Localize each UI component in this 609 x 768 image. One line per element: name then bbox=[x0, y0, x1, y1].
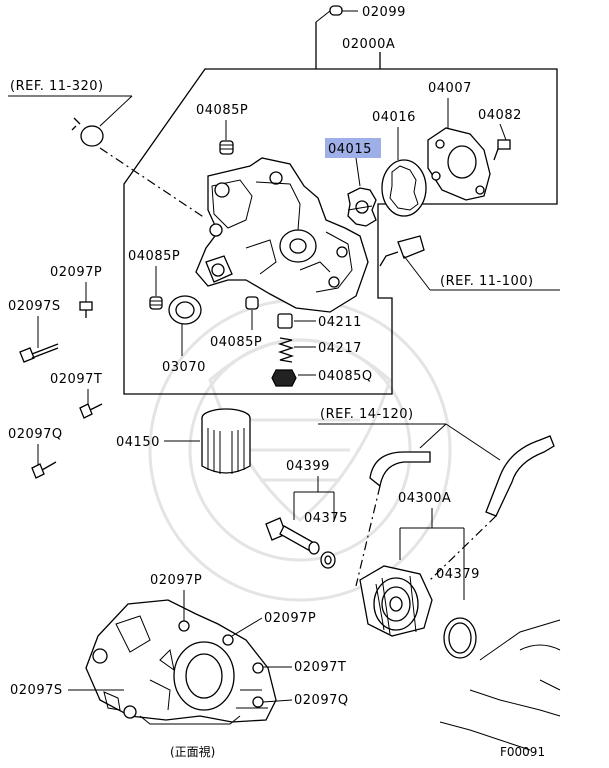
washer-04375[interactable]: 04375 bbox=[304, 511, 348, 569]
callout-02097Q-front[interactable]: 02097Q bbox=[262, 693, 349, 708]
label-02097P-front2: 02097P bbox=[264, 611, 316, 626]
label-04300A: 04300A bbox=[398, 491, 451, 506]
label-02097T-left: 02097T bbox=[50, 372, 102, 387]
callout-04085P-low[interactable]: 04085P bbox=[210, 296, 262, 350]
label-02000A: 02000A bbox=[342, 37, 395, 52]
label-04016: 04016 bbox=[372, 110, 416, 125]
watermark-crest bbox=[148, 298, 452, 602]
label-ref-11-100: (REF. 11-100) bbox=[440, 274, 534, 289]
label-02097Q-left: 02097Q bbox=[8, 427, 63, 442]
label-04007: 04007 bbox=[428, 81, 472, 96]
callout-02097T-front[interactable]: 02097T bbox=[263, 660, 346, 675]
label-02097S-front: 02097S bbox=[10, 683, 63, 698]
ref-14-120[interactable]: (REF. 14-120) bbox=[318, 407, 555, 517]
bolt-04082[interactable]: 04082 bbox=[478, 108, 522, 161]
label-02097P-left: 02097P bbox=[50, 265, 102, 280]
assembly-outline bbox=[123, 22, 558, 395]
callout-02097P-front1[interactable]: 02097P bbox=[150, 573, 202, 621]
label-02099: 02099 bbox=[362, 5, 406, 20]
banjo-bolt-04399[interactable]: 04399 bbox=[265, 459, 335, 555]
callout-02097P-front2[interactable]: 02097P bbox=[231, 611, 316, 637]
ref-11-320[interactable]: (REF. 11-320) bbox=[8, 79, 206, 219]
oil-filter-04150[interactable]: 04150 bbox=[116, 408, 251, 474]
relief-spring-04217[interactable]: 04217 bbox=[277, 337, 362, 363]
relief-plunger-04211[interactable]: 04211 bbox=[277, 313, 362, 330]
relief-plug-04085Q[interactable]: 04085Q bbox=[271, 369, 373, 387]
label-04082: 04082 bbox=[478, 108, 522, 123]
label-04217: 04217 bbox=[318, 341, 362, 356]
pump-cover-04007[interactable]: 04007 bbox=[427, 81, 491, 201]
bolt-02097P-left[interactable]: 02097P bbox=[50, 265, 102, 318]
figure-code: F00091 bbox=[500, 745, 545, 759]
label-04379: 04379 bbox=[436, 567, 480, 582]
callout-04085P-mid[interactable]: 04085P bbox=[128, 249, 180, 310]
engine-block-outline bbox=[439, 619, 561, 751]
oil-seal-03070[interactable]: 03070 bbox=[162, 295, 206, 375]
callout-04085P-top[interactable]: 04085P bbox=[196, 103, 248, 155]
label-ref-14-120: (REF. 14-120) bbox=[320, 407, 414, 422]
bolt-02097S-left[interactable]: 02097S bbox=[8, 299, 61, 363]
label-04085P-mid: 04085P bbox=[128, 249, 180, 264]
label-04399: 04399 bbox=[286, 459, 330, 474]
o-ring-04379[interactable]: 04379 bbox=[436, 567, 480, 659]
label-02097P-front1: 02097P bbox=[150, 573, 202, 588]
outer-rotor-04016[interactable]: 04016 bbox=[372, 110, 427, 217]
front-view-caption: (正面視) bbox=[170, 744, 215, 759]
bolt-02097Q-left[interactable]: 02097Q bbox=[8, 427, 63, 479]
bolt-02097T-left[interactable]: 02097T bbox=[50, 372, 103, 419]
oil-cooler-04300A[interactable]: 04300A bbox=[355, 485, 497, 637]
label-ref-11-320: (REF. 11-320) bbox=[10, 79, 104, 94]
ref-11-100[interactable]: (REF. 11-100) bbox=[379, 235, 560, 291]
front-view-pump bbox=[85, 599, 277, 725]
oil-pump-case bbox=[195, 157, 369, 313]
label-04150: 04150 bbox=[116, 435, 160, 450]
label-04375: 04375 bbox=[304, 511, 348, 526]
label-04211: 04211 bbox=[318, 315, 362, 330]
label-04085P-low: 04085P bbox=[210, 335, 262, 350]
label-02097S-left: 02097S bbox=[8, 299, 61, 314]
label-02097T-front: 02097T bbox=[294, 660, 346, 675]
label-03070: 03070 bbox=[162, 360, 206, 375]
highlight-04015 bbox=[325, 138, 381, 158]
label-02097Q-front: 02097Q bbox=[294, 693, 349, 708]
label-04085P-top: 04085P bbox=[196, 103, 248, 118]
label-04085Q: 04085Q bbox=[318, 369, 373, 384]
sensor-part bbox=[80, 125, 104, 147]
inner-rotor-04015[interactable]: 04015 bbox=[325, 138, 381, 227]
callout-02097S-front[interactable]: 02097S bbox=[10, 683, 124, 698]
label-04015: 04015 bbox=[328, 142, 372, 157]
callout-02099[interactable]: 02099 bbox=[315, 5, 406, 23]
